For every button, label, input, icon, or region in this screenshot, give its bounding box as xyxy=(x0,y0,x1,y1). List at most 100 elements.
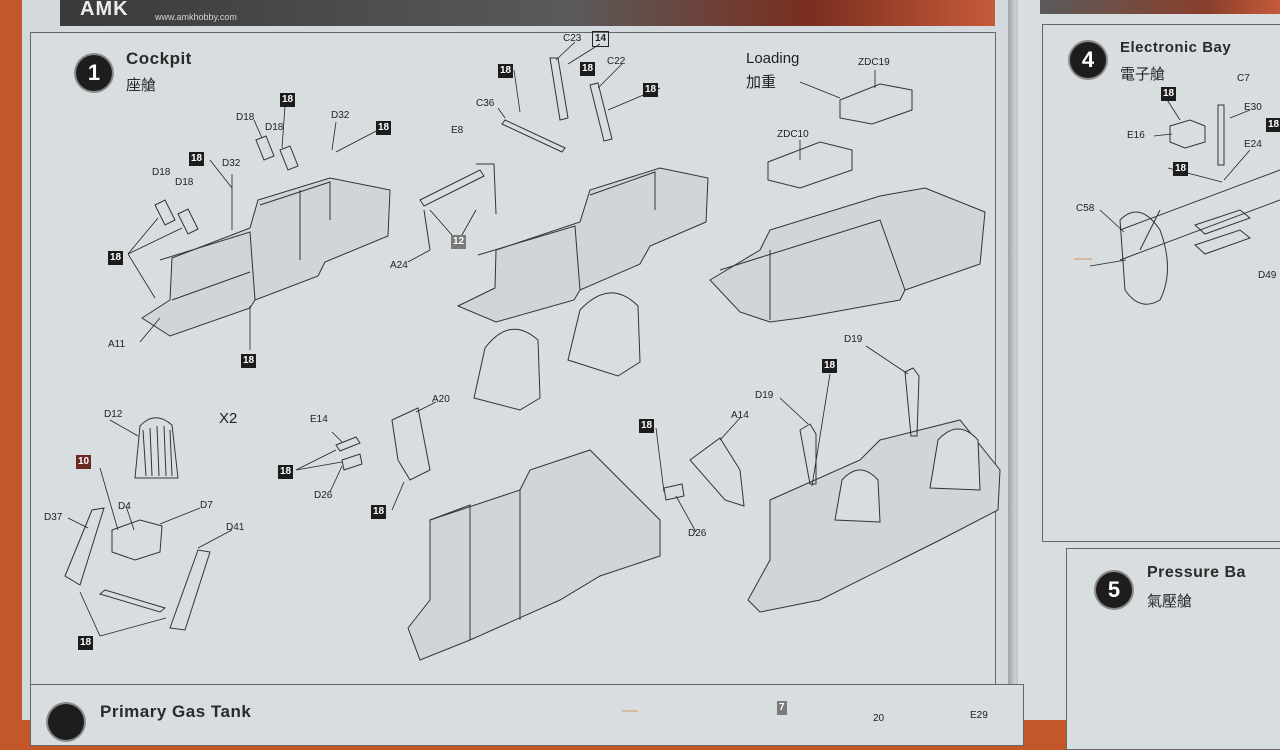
weight-zdc10 xyxy=(767,141,853,189)
color-code-tag: 18 xyxy=(498,64,514,78)
label-c7: C7 xyxy=(1237,73,1250,84)
label-a20: A20 xyxy=(432,394,450,405)
label-d12: D12 xyxy=(104,409,123,420)
step5-title: Pressure Ba xyxy=(1147,564,1246,581)
seat-2 xyxy=(567,292,641,377)
step5-badge: 5 xyxy=(1096,572,1132,608)
color-code-tag: 18 xyxy=(241,354,257,368)
color-code-swatch xyxy=(622,710,638,712)
header-band: AMK www.amkhobby.com xyxy=(60,0,995,26)
label-d7: D7 xyxy=(200,500,213,511)
label-e29: E29 xyxy=(970,710,988,721)
step4-badge: 4 xyxy=(1070,42,1106,78)
label-a14: A14 xyxy=(731,410,749,421)
step4-title: Electronic Bay xyxy=(1120,39,1232,56)
color-code-tag: 18 xyxy=(822,359,838,373)
part-d18-2 xyxy=(255,135,299,171)
lower-assembly-1 xyxy=(407,449,661,661)
brand-logo: AMK xyxy=(80,0,129,20)
label-20: 20 xyxy=(873,713,885,724)
step1-title: Cockpit xyxy=(126,49,192,68)
label-d26: D26 xyxy=(688,528,707,539)
label-e8: E8 xyxy=(451,125,464,136)
color-code-swatch xyxy=(1074,258,1092,260)
label-d37: D37 xyxy=(44,512,63,523)
color-code-tag: 18 xyxy=(108,251,124,265)
part-e14 xyxy=(335,436,363,471)
label-e16: E16 xyxy=(1127,130,1145,141)
step5-subtitle: 氣壓艙 xyxy=(1147,593,1193,610)
label-d19: D19 xyxy=(844,334,863,345)
color-code-tag: 18 xyxy=(639,419,655,433)
color-code-tag: 10 xyxy=(76,455,92,469)
label-d18: D18 xyxy=(236,112,255,123)
bracket-a20 xyxy=(391,407,431,481)
color-code-tag: 18 xyxy=(371,505,387,519)
seat-3 xyxy=(834,469,881,523)
step4-subtitle: 電子艙 xyxy=(1120,66,1166,83)
part-d26 xyxy=(663,483,685,501)
electronic-bay-frame xyxy=(1119,169,1280,261)
label-d41: D41 xyxy=(226,522,245,533)
step1-badge: 1 xyxy=(76,55,112,91)
color-code-tag: 18 xyxy=(1173,162,1189,176)
seat-frame-d41 xyxy=(169,549,211,631)
part-a24-e8 xyxy=(419,163,497,251)
step1-subtitle: 座艙 xyxy=(126,77,157,94)
seat-back-d12 xyxy=(134,417,179,479)
label-e14: E14 xyxy=(310,414,328,425)
loading-tub xyxy=(709,187,986,323)
header-band-right xyxy=(1040,0,1280,14)
label-zdc19: ZDC19 xyxy=(858,57,890,68)
label-a11: A11 xyxy=(108,339,126,350)
bracket-a14 xyxy=(689,437,745,507)
label-d18: D18 xyxy=(175,177,194,188)
part-c58 xyxy=(1119,211,1168,305)
loading-subtitle: 加重 xyxy=(746,74,777,91)
seat-1 xyxy=(473,328,541,411)
label-c58: C58 xyxy=(1076,203,1095,214)
part-c36 xyxy=(501,119,566,153)
color-code-tag: 18 xyxy=(189,152,205,166)
color-code-tag: 18 xyxy=(376,121,392,135)
label-d49: D49 xyxy=(1258,270,1277,281)
part-c23 xyxy=(549,57,613,142)
label-a24: A24 xyxy=(390,260,408,271)
color-code-tag: 18 xyxy=(280,93,296,107)
label-d4: D4 xyxy=(118,501,131,512)
seat-pan-d4 xyxy=(111,519,163,561)
brand-site: www.amkhobby.com xyxy=(155,12,237,22)
label-zdc10: ZDC10 xyxy=(777,129,809,140)
step-bottom-title: Primary Gas Tank xyxy=(100,702,252,721)
label-d26: D26 xyxy=(314,490,333,501)
seat-frame-d37 xyxy=(64,507,105,586)
color-code-tag: 18 xyxy=(643,83,659,97)
label-d19: D19 xyxy=(755,390,774,401)
weight-zdc19 xyxy=(839,83,913,125)
label-c36: C36 xyxy=(476,98,495,109)
color-code-tag: 18 xyxy=(1266,118,1280,132)
step4-panel xyxy=(1042,24,1280,542)
quantity-x2: X2 xyxy=(219,410,238,427)
color-code-tag: 18 xyxy=(78,636,94,650)
assembly-line-art xyxy=(64,41,1280,661)
label-d32: D32 xyxy=(222,158,241,169)
label-c22: C22 xyxy=(607,56,626,67)
color-code-tag: 18 xyxy=(580,62,596,76)
label-d18: D18 xyxy=(265,122,284,133)
label-d18: D18 xyxy=(152,167,171,178)
label-e24: E24 xyxy=(1244,139,1262,150)
loading-title: Loading xyxy=(746,50,800,67)
label-c23: C23 xyxy=(563,33,582,44)
color-code-tag: 18 xyxy=(278,465,294,479)
part-e16 xyxy=(1169,119,1206,149)
label-d32: D32 xyxy=(331,110,350,121)
part-d18-1 xyxy=(154,199,199,235)
color-code-tag: 18 xyxy=(1161,87,1177,101)
cockpit-tub-1 xyxy=(141,177,391,337)
color-code-tag: 7 xyxy=(777,701,787,715)
color-code-tag: 14 xyxy=(592,31,610,47)
label-e30: E30 xyxy=(1244,102,1262,113)
seat-4 xyxy=(929,428,981,491)
color-code-tag: 12 xyxy=(451,235,467,249)
